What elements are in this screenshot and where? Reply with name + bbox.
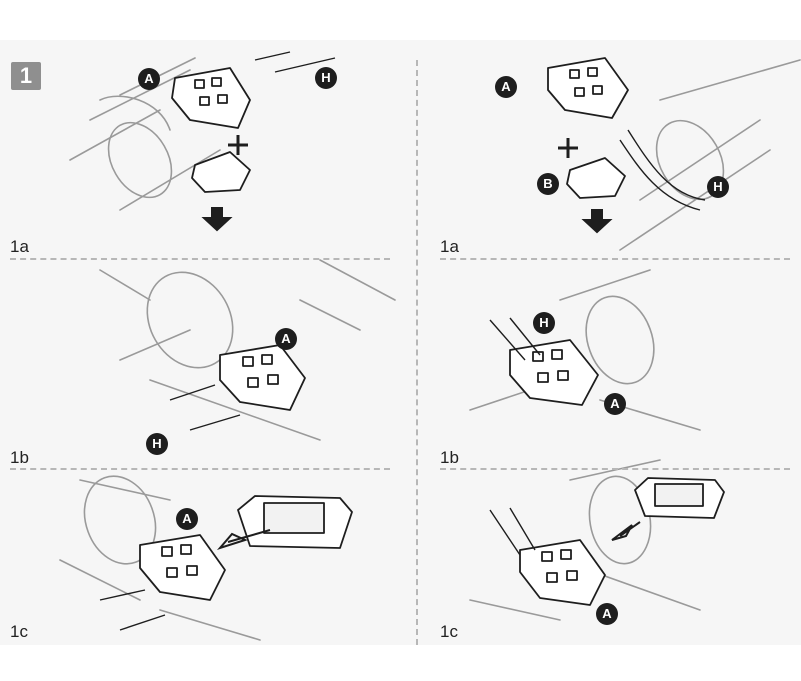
handlebar-sketch-top-right (619, 59, 801, 251)
panel-label-top-left: 1a (10, 237, 29, 256)
handlebar-sketch-mid-right (469, 269, 701, 431)
rubber-pad-top-left (191, 151, 251, 193)
divider-1b-left (10, 468, 390, 470)
handlebar-sketch-bottom-left (59, 475, 261, 641)
part-badge-h: H (533, 312, 555, 334)
mount-top-right (547, 57, 629, 119)
part-badge-a: A (138, 68, 160, 90)
part-badge-h: H (707, 176, 729, 198)
panel-label-top-right: 1a (440, 237, 459, 256)
arrow-icon-down-top-right (581, 209, 613, 234)
bike-computer-bottom-left (237, 495, 353, 549)
instruction-sheet (0, 40, 801, 645)
part-badge-a: A (275, 328, 297, 350)
arrow-icon-left-bottom-right (611, 521, 641, 541)
divider-1a-right (440, 258, 790, 260)
part-badge-h: H (315, 67, 337, 89)
part-badge-b: B (537, 173, 559, 195)
bike-computer-bottom-right (634, 477, 725, 519)
vertical-divider (416, 60, 418, 645)
part-badge-a: A (604, 393, 626, 415)
divider-1b-right (440, 468, 790, 470)
panel-label-bottom-left: 1c (10, 622, 28, 641)
plus-icon-top-right (558, 138, 578, 158)
part-badge-h: H (146, 433, 168, 455)
panel-label-mid-left: 1b (10, 448, 29, 467)
mount-bottom-right (519, 539, 606, 606)
mount-bottom-left (139, 534, 226, 601)
mount-mid-left (219, 344, 306, 411)
part-badge-a: A (176, 508, 198, 530)
arrow-icon-left-bottom-left (216, 529, 271, 551)
panel-label-bottom-right: 1c (440, 622, 458, 641)
panel-label-mid-right: 1b (440, 448, 459, 467)
mount-top-left (171, 67, 251, 129)
arrow-icon-down-top-left (201, 207, 233, 232)
part-badge-a: A (596, 603, 618, 625)
mount-mid-right (509, 339, 599, 406)
divider-1a-left (10, 258, 390, 260)
handlebar-sketch-mid-left (99, 259, 396, 441)
part-badge-a: A (495, 76, 517, 98)
rubber-pad-top-right (566, 157, 626, 199)
step-number: 1 (11, 62, 41, 90)
plus-icon-top-left (228, 135, 248, 155)
